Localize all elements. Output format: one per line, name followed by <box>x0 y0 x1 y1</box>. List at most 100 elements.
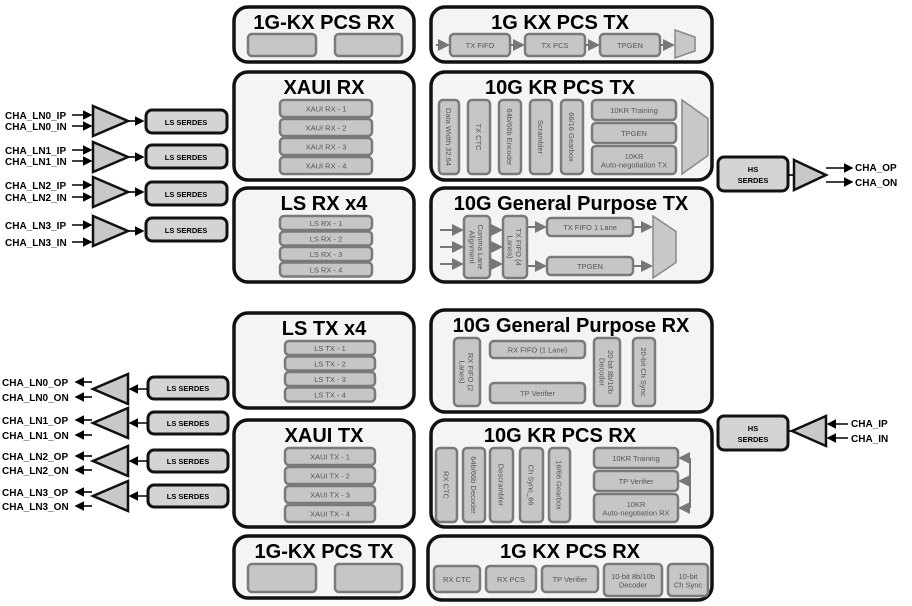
sub-block <box>333 562 404 594</box>
pin-label: CHA_LN3_IP <box>5 221 66 232</box>
block-title: 10G KR PCS RX <box>484 425 637 447</box>
sub-block-label: LS TX - 4 <box>314 391 346 400</box>
sub-block-label: LS RX - 2 <box>310 235 343 244</box>
sub-block <box>461 446 487 524</box>
rx-buffer-icon <box>91 104 132 138</box>
ls-serdes-box <box>146 375 230 401</box>
sub-block <box>437 98 461 176</box>
sub-block-label: 10KR Training <box>610 106 658 115</box>
sub-block-label: Scrambler <box>536 120 545 155</box>
pin-label: CHA_IN <box>851 434 888 445</box>
sub-block-label: RX CTC <box>442 471 451 500</box>
hs-driver-icon <box>792 158 829 192</box>
block-ls-rx-x4: LS RX - 1LS RX - 2LS RX - 3LS RX - 4LS R… <box>232 186 416 284</box>
sub-block-label: XAUI TX - 3 <box>310 491 350 500</box>
sub-block-label: 16/66 Gearbox <box>555 460 564 510</box>
sub-block <box>283 370 377 388</box>
ls-serdes-label: LS SERDES <box>167 457 210 466</box>
sub-block-label: TP Verifier <box>619 477 654 486</box>
pin-label: CHA_OP <box>855 163 897 174</box>
sub-block <box>283 386 377 403</box>
sub-block <box>283 339 377 357</box>
block-title: XAUI RX <box>283 77 365 99</box>
mux-shape <box>652 214 677 280</box>
ls-serdes-box <box>144 216 229 243</box>
ls-serdes-label: LS SERDES <box>167 419 210 428</box>
block-1g-kx-pcs-tx: 1G-KX PCS TX <box>232 534 416 600</box>
pin-label: CHA_LN0_IP <box>5 111 66 122</box>
sub-block <box>278 136 374 157</box>
sub-block-label: TPGEN <box>617 41 643 50</box>
sub-block-label: LS TX - 2 <box>314 360 346 369</box>
block-title: 1G KX PCS TX <box>491 12 629 34</box>
sub-block <box>278 98 374 119</box>
sub-block-label: TX CTC <box>474 123 483 151</box>
sub-block <box>547 446 572 524</box>
ls-serdes-label: LS SERDES <box>167 384 210 393</box>
block-title: 10G General Purpose RX <box>453 315 690 337</box>
sub-block <box>278 214 374 232</box>
pin-label: CHA_ON <box>855 178 897 189</box>
sub-block <box>283 465 377 486</box>
block-title: 1G KX PCS RX <box>500 541 641 563</box>
pin-label: CHA_LN1_OP <box>2 416 68 427</box>
sub-block <box>484 564 538 594</box>
sub-block <box>540 564 600 594</box>
sub-block-label: XAUI TX - 1 <box>310 453 350 462</box>
sub-block <box>452 336 482 408</box>
sub-block <box>590 144 678 176</box>
sub-block-label: Comma LaneAlignment <box>468 224 486 269</box>
sub-block <box>432 564 482 594</box>
ls-serdes-label: LS SERDES <box>167 492 210 501</box>
ls-serdes-label: LS SERDES <box>165 190 208 199</box>
sub-block-label: LS RX - 1 <box>310 219 343 228</box>
sub-block-label: TX PCS <box>541 41 568 50</box>
sub-block <box>278 117 374 138</box>
block-title: 1G-KX PCS TX <box>255 541 395 563</box>
ls-serdes-label: LS SERDES <box>165 118 208 127</box>
hs-serdes-label: SERDES <box>738 176 769 185</box>
rx-buffer-icon <box>91 214 132 248</box>
sub-block <box>559 98 585 176</box>
pin-label: CHA_LN0_IN <box>5 122 67 133</box>
sub-block <box>488 339 587 360</box>
block-1g-kx-pcs-rx: 1G-KX PCS RX <box>232 5 416 64</box>
hs-serdes-label: HS <box>748 424 758 433</box>
hs-receiver-icon <box>788 414 828 448</box>
sub-block <box>333 32 404 58</box>
ls-serdes-box <box>146 448 230 474</box>
sub-block-label: RX FIFO (1 Lane) <box>508 346 568 355</box>
sub-block-label: RX CTC <box>443 575 472 584</box>
block-10g-general-purpose-rx: RX FIFO (2Lanes)RX FIFO (1 Lane)TP Verif… <box>429 308 714 414</box>
sub-block-label: 64b/66b Decoder <box>469 456 478 514</box>
hs-serdes-box <box>716 155 790 193</box>
pin-label: CHA_LN1_IN <box>5 157 67 168</box>
ls-serdes-label: LS SERDES <box>165 226 208 235</box>
pin-label: CHA_LN2_ON <box>2 466 69 477</box>
pin-label: CHA_LN0_ON <box>2 393 69 404</box>
block-title: LS RX x4 <box>281 193 369 215</box>
sub-block <box>246 32 318 58</box>
pin-label: CHA_LN2_IP <box>5 181 66 192</box>
sub-block <box>283 503 377 524</box>
block-ls-tx-x4: LS TX - 1LS TX - 2LS TX - 3LS TX - 4LS T… <box>232 311 416 410</box>
sub-block <box>602 562 664 598</box>
pin-label: CHA_LN3_IN <box>5 238 67 249</box>
sub-block <box>278 155 374 176</box>
sub-block <box>592 336 622 408</box>
sub-block-label: TX FIFO (4Lanes) <box>506 228 524 266</box>
sub-block-label: Ch Sync_66 <box>527 465 536 506</box>
